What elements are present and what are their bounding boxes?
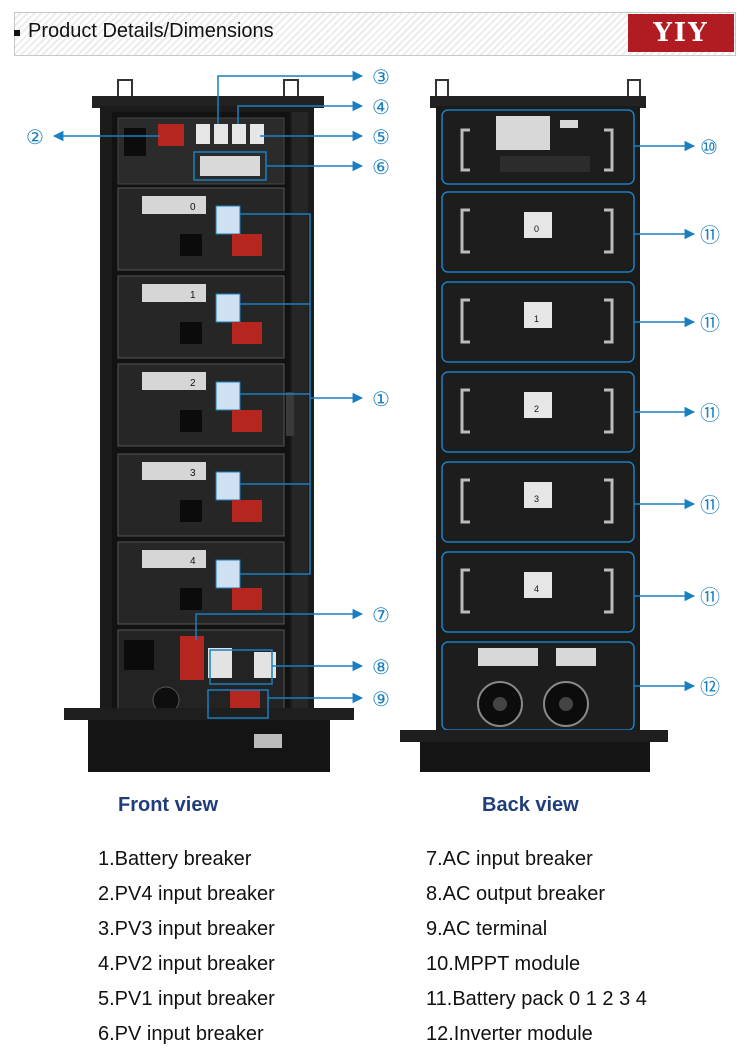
callout-1: ① xyxy=(372,387,390,411)
legend-item: 3.PV3 input breaker xyxy=(98,918,275,940)
callout-12: ⑫ xyxy=(700,675,720,699)
callout-2: ② xyxy=(26,125,44,149)
back-module-number: 4 xyxy=(534,584,539,594)
callout-10: ⑩ xyxy=(700,135,718,159)
header-bar xyxy=(14,12,736,56)
back-module-number: 0 xyxy=(534,224,539,234)
callout-4: ④ xyxy=(372,95,390,119)
legend-item: 11.Battery pack 0 1 2 3 4 xyxy=(426,988,647,1010)
front-battery-module-3: 3 xyxy=(117,453,285,537)
front-module-number: 2 xyxy=(190,378,196,389)
legend-item: 4.PV2 input breaker xyxy=(98,953,275,975)
front-module-number: 4 xyxy=(190,556,196,567)
callout-9: ⑨ xyxy=(372,687,390,711)
back-view-label: Back view xyxy=(482,794,579,816)
front-battery-module-1: 1 xyxy=(117,275,285,359)
legend-item: 6.PV input breaker xyxy=(98,1023,264,1045)
callout-11: ⑪ xyxy=(700,585,720,609)
back-module-number: 1 xyxy=(534,314,539,324)
front-inverter-module xyxy=(117,629,285,719)
back-inverter-module xyxy=(441,641,635,731)
front-cabinet: 0 1 2 3 xyxy=(64,79,354,772)
back-module-number: 3 xyxy=(534,494,539,504)
legend-item: 9.AC terminal xyxy=(426,918,548,940)
front-view-label: Front view xyxy=(118,794,219,816)
callout-11: ⑪ xyxy=(700,401,720,425)
callout-numbers: ③ ④ ② ⑤ ⑥ ① ⑦ ⑧ ⑨ ⑩ ⑪ ⑪ ⑪ ⑪ ⑪ ⑫ xyxy=(26,65,720,711)
back-battery-module-0: 0 xyxy=(441,191,635,273)
legend-item: 8.AC output breaker xyxy=(426,883,605,905)
front-module-number: 3 xyxy=(190,468,196,479)
callout-3: ③ xyxy=(372,65,390,89)
callout-11: ⑪ xyxy=(700,493,720,517)
back-callout-lines xyxy=(634,140,696,692)
page-title: Product Details/Dimensions xyxy=(28,20,274,42)
front-battery-module-2: 2 xyxy=(117,363,285,447)
bullet-icon xyxy=(14,30,20,36)
callout-6: ⑥ xyxy=(372,155,390,179)
legend-item: 1.Battery breaker xyxy=(98,848,252,870)
back-battery-module-3: 3 xyxy=(441,461,635,543)
legend-item: 12.Inverter module xyxy=(426,1023,593,1045)
callout-7: ⑦ xyxy=(372,603,390,627)
back-battery-module-1: 1 xyxy=(441,281,635,363)
back-module-number: 2 xyxy=(534,404,539,414)
callout-5: ⑤ xyxy=(372,125,390,149)
callout-8: ⑧ xyxy=(372,655,390,679)
legend-right: 7.AC input breaker 8.AC output breaker 9… xyxy=(426,842,647,1052)
brand-logo: YIY xyxy=(628,14,734,52)
front-battery-module-4: 4 xyxy=(117,541,285,625)
product-figure: 0 1 2 3 xyxy=(26,65,720,772)
legend-item: 7.AC input breaker xyxy=(426,848,593,870)
legend-item: 5.PV1 input breaker xyxy=(98,988,275,1010)
legend-item: 10.MPPT module xyxy=(426,953,581,975)
callout-11: ⑪ xyxy=(700,223,720,247)
callout-11: ⑪ xyxy=(700,311,720,335)
legend-left: 1.Battery breaker 2.PV4 input breaker 3.… xyxy=(98,842,275,1052)
front-module-number: 0 xyxy=(190,202,196,213)
back-battery-module-4: 4 xyxy=(441,551,635,633)
front-callout-lines xyxy=(52,70,364,719)
back-battery-module-2: 2 xyxy=(441,371,635,453)
back-cabinet: 0 1 2 3 4 xyxy=(400,79,668,772)
legend-item: 2.PV4 input breaker xyxy=(98,883,275,905)
front-module-number: 1 xyxy=(190,290,196,301)
front-battery-module-0: 0 xyxy=(117,187,285,271)
